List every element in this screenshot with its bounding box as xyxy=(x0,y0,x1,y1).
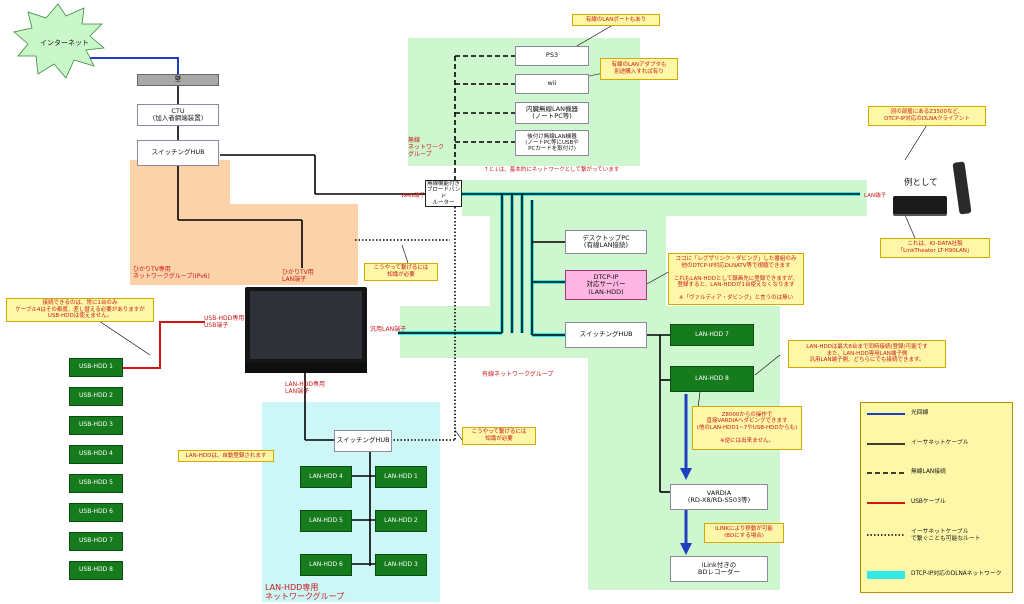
internet-cloud xyxy=(13,3,105,79)
hub-knowledge-note: こうやって繋げるには 知識が必要 xyxy=(462,427,536,445)
top-switching-hub: スイッチングHUB xyxy=(137,140,219,166)
legend-usb: USBケーブル xyxy=(911,499,946,505)
legend-swatches xyxy=(867,413,905,579)
lan-hdd-8-mid: LAN-HDD 8 xyxy=(670,366,754,392)
ps3-box: PS3 xyxy=(515,46,589,66)
lan-hdd-6: LAN-HDD 6 xyxy=(300,554,352,576)
ps3-note: 有線のLANポートもあり xyxy=(572,14,660,26)
usb-hdd-3: USB-HDD 3 xyxy=(69,416,123,435)
lanhdd-auto-note: LAN-HDDは、自動登録されます xyxy=(178,450,274,462)
dlna-band xyxy=(462,180,867,216)
lan-hdd-7-mid: LAN-HDD 7 xyxy=(670,324,754,346)
usb-hdd-2: USB-HDD 2 xyxy=(69,387,123,406)
optional-routes xyxy=(355,207,456,441)
desktop-pc-box: デスクトップPC (有線LAN接続) xyxy=(565,230,647,254)
linktheater-bottom-note: これは、IO-DATA社製 「LinkTheater LT-H90LAN」 xyxy=(880,238,990,258)
general-lan-port-label: 汎用LAN端子 xyxy=(370,326,407,333)
lan-hdd-1: LAN-HDD 1 xyxy=(375,466,427,488)
internet-label: インターネット xyxy=(40,39,89,47)
wall-box: 壁 xyxy=(137,74,219,86)
wired-group-label: 有線ネットワークグループ xyxy=(482,371,554,378)
z8000-note: Z8000からの操作で 直接VARDIAへダビングできます (他のLAN-HDD… xyxy=(692,406,802,450)
builtin-wlan-box: 内臓無線LAN機器 (ノートPC等) xyxy=(515,102,589,124)
lanhdd-8-note: LAN-HDDは最大8台まで同時接続(登録)可能です また、LAN-HDD専用L… xyxy=(788,340,946,368)
lan-hdd-4: LAN-HDD 4 xyxy=(300,466,352,488)
hikari-zone xyxy=(130,160,230,285)
hikari-lan-port-label: ひかりTV用 LAN端子 xyxy=(282,269,314,283)
wan-port-label: WAN端子 xyxy=(401,193,426,199)
vardia-box: VARDIA (RD-X8/RD-S503等) xyxy=(670,484,768,510)
lanhdd-group-label: LAN-HDD専用 ネットワークグループ xyxy=(265,583,345,601)
lan-hdd-5: LAN-HDD 5 xyxy=(300,510,352,532)
connected-note: ↑と↓は、基本的にネットワークとして繋がっています xyxy=(484,167,620,173)
ctu-box: CTU (加入者網端装置) xyxy=(137,104,219,126)
legend-optional-route: イーサネットケーブル で繋ぐことも可能なルート xyxy=(911,529,981,542)
legend-wireless: 無線LAN接続 xyxy=(911,469,946,475)
external-wlan-box: 後付け無線LAN機器 (ノートPC等にUSBや PCカードを取付け) xyxy=(515,130,589,156)
linktheater-top-note: 別の部屋にあるZ3500など、 DTCP-IP対応のDLNAクライアント xyxy=(868,106,986,126)
lan-hdd-3: LAN-HDD 3 xyxy=(375,554,427,576)
linktheater-device-icon xyxy=(893,196,947,214)
fiber-line xyxy=(90,57,179,74)
legend-dlna: DTCP-IP対応のDLNAネットワーク xyxy=(911,571,1002,577)
ilink-note: iLINKにより移動が可能 (BDにする場合) xyxy=(704,523,784,543)
lan-hdd-2: LAN-HDD 2 xyxy=(375,510,427,532)
bottom-switching-hub: スイッチングHUB xyxy=(334,430,392,452)
legend-fiber: 光回線 xyxy=(911,410,929,416)
wireless-lines xyxy=(454,55,515,180)
dtcp-server-box: DTCP-IP 対応サーバー (LAN-HDD) xyxy=(565,270,647,300)
hikari-router-note: こうやって繋げるには 知識が必要 xyxy=(364,263,438,281)
legend: 光回線 イーサネットケーブル 無線LAN接続 USBケーブル イーサネットケーブ… xyxy=(860,402,1013,593)
hikari-group-label: ひかりTV専用 ネットワークグループ(IPv6) xyxy=(133,266,210,280)
broadband-router: 無線機能付き ブロードバンド ルーター xyxy=(425,180,462,207)
usb-line xyxy=(122,321,205,369)
tv-icon xyxy=(245,287,367,373)
legend-ethernet: イーサネットケーブル xyxy=(911,440,969,446)
usb-hdd-6: USB-HDD 6 xyxy=(69,503,123,522)
hikari-zone-right xyxy=(230,204,358,285)
usb-note: 接続できるのは、常に1台のみ ケーブル4はその都度、差し替える必要がありますが … xyxy=(6,298,154,322)
usb-hdd-7: USB-HDD 7 xyxy=(69,532,123,551)
usb-hdd-1: USB-HDD 1 xyxy=(69,358,123,377)
bd-recorder-box: iLink付きの BDレコーダー xyxy=(670,556,768,582)
usb-hdd-4: USB-HDD 4 xyxy=(69,445,123,464)
lanhdd-port-label: LAN-HDD専用 LAN端子 xyxy=(285,381,325,395)
dtcp-note: ココに「レグザリンク・ダビング」した番組のみ 他のDTCP-IP対応DLNATV… xyxy=(668,253,804,305)
wireless-group-label: 無線 ネットワーク グループ xyxy=(408,137,445,158)
right-lan-port-label: LAN端子 xyxy=(864,193,887,199)
usb-hdd-5: USB-HDD 5 xyxy=(69,474,123,493)
usb-hdd-8: USB-HDD 8 xyxy=(69,561,123,580)
wii-note: 有線のLANアダプタも 別途購入すれば有り xyxy=(600,58,678,80)
usb-port-label: USB-HDD専用 USB端子 xyxy=(204,315,245,329)
example-label: 例として xyxy=(904,178,938,188)
ethernet-lines xyxy=(177,86,860,566)
wii-box: wii xyxy=(515,74,589,94)
mid-switching-hub: スイッチングHUB xyxy=(565,322,647,348)
